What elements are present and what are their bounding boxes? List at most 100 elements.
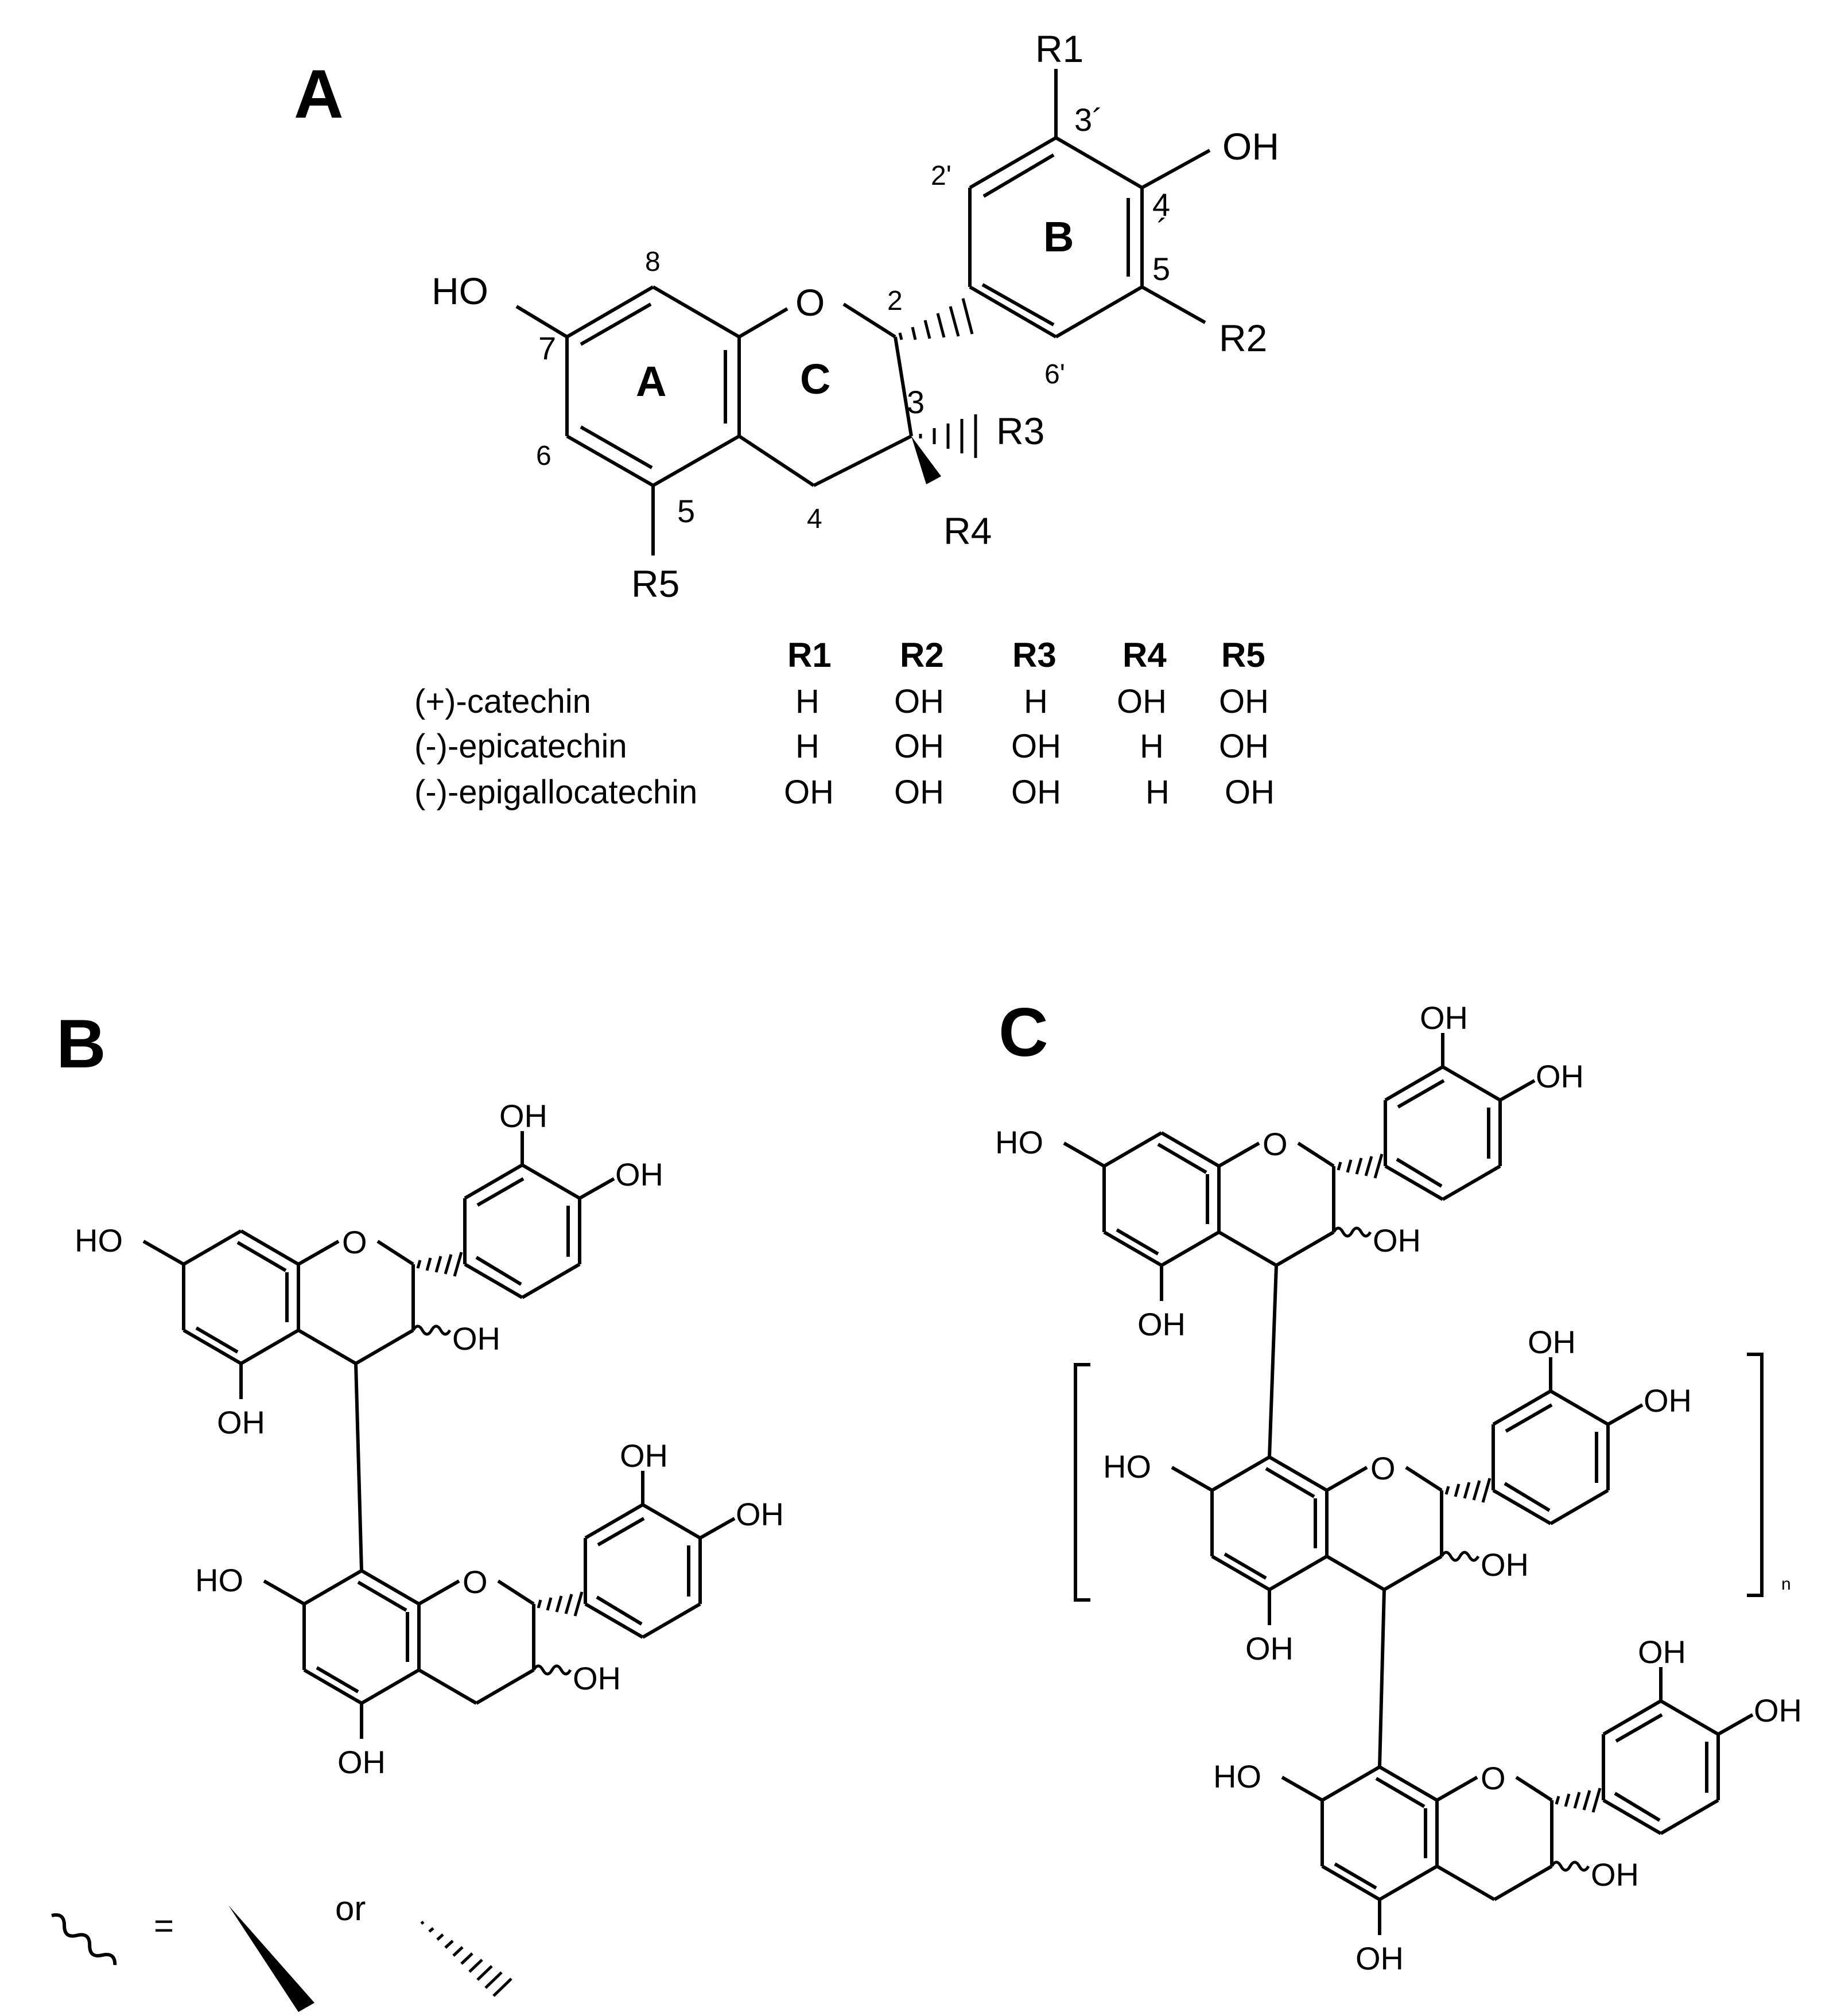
table-header-r4: R4: [1123, 636, 1167, 674]
wavy-bond-symbol: [51, 1913, 117, 1965]
panel-c-label: C: [999, 994, 1048, 1071]
unit-ho-7: HO: [75, 1222, 123, 1258]
unit-oh-5: OH: [1137, 1306, 1186, 1342]
panel-b: B HO O OH OH OH OH HO O OH OH OH OH: [56, 1005, 784, 1780]
unit-oh-4p: OH: [1644, 1382, 1692, 1419]
table-cell: H: [1145, 774, 1170, 811]
table-cell: OH: [894, 683, 944, 720]
panel-c-interflavan-bond-1: [1268, 1265, 1278, 1458]
unit-o-ring: O: [1263, 1126, 1288, 1162]
panel-b-interflavan-bond: [354, 1363, 363, 1571]
panel-a: A A B: [294, 28, 1279, 811]
table-cell: OH: [894, 728, 944, 765]
unit-o-ring: O: [1370, 1450, 1396, 1486]
num-4p: 4: [1152, 187, 1170, 223]
atom-o-ring: O: [795, 281, 825, 324]
atom-r2: R2: [1219, 317, 1267, 359]
num-5: 5: [677, 493, 695, 529]
ring-c-bonds: [738, 302, 913, 487]
table-header-r5: R5: [1221, 636, 1265, 674]
substituent-table: R1 R2 R3 R4 R5 (+)-catechin H OH H OH OH…: [414, 636, 1275, 811]
unit-ho-7: HO: [995, 1124, 1043, 1160]
table-cell: H: [1024, 683, 1048, 720]
unit-ho-7: HO: [195, 1562, 243, 1598]
legend-or: or: [335, 1889, 366, 1928]
atom-r4: R4: [943, 510, 992, 552]
ring-label-b: B: [1043, 213, 1074, 261]
table-header-r1: R1: [787, 636, 832, 674]
unit-group-labels: HO O OH OH OH OH: [75, 1098, 663, 1440]
table-row-name: (-)-epigallocatechin: [414, 774, 697, 811]
unit-o-ring: O: [1481, 1760, 1506, 1796]
table-cell: H: [795, 728, 819, 765]
num-6: 6: [536, 441, 551, 471]
num-4: 4: [807, 504, 822, 534]
legend-equals: =: [154, 1906, 174, 1945]
unit-o-ring: O: [342, 1224, 367, 1260]
unit-oh-3p: OH: [1528, 1324, 1576, 1360]
unit-ho-7: HO: [1213, 1758, 1261, 1794]
panel-b-upper-unit: HO O OH OH OH OH: [75, 1098, 663, 1440]
table-cell: OH: [1117, 683, 1167, 720]
unit-oh-3p: OH: [620, 1438, 668, 1474]
table-cell: H: [795, 683, 819, 720]
num-3: 3: [907, 384, 925, 420]
unit-oh-3: OH: [573, 1660, 621, 1696]
table-cell: OH: [784, 774, 834, 811]
atom-r1: R1: [1035, 28, 1083, 70]
num-5p: 5: [1152, 251, 1170, 287]
panel-b-label: B: [56, 1005, 106, 1082]
unit-group-labels: HO O OH OH OH OH: [1103, 1324, 1692, 1667]
unit-oh-4p: OH: [736, 1496, 784, 1532]
panel-c-top-unit: HO O OH OH OH OH: [995, 1000, 1584, 1342]
panel-c-middle-unit: HO O OH OH OH OH: [1103, 1324, 1692, 1667]
unit-group-labels: HO O OH OH OH OH: [195, 1438, 784, 1780]
unit-oh-4p: OH: [1536, 1058, 1584, 1094]
atom-r5: R5: [631, 562, 679, 605]
panel-c-interflavan-bond-2: [1378, 1589, 1386, 1768]
num-2: 2: [887, 286, 903, 316]
unit-oh-3: OH: [452, 1320, 500, 1357]
bond-3-hashed: [919, 414, 977, 458]
num-2p: 2': [931, 161, 951, 191]
unit-oh-5: OH: [217, 1404, 265, 1440]
table-row-name: (+)-catechin: [414, 683, 591, 720]
panel-a-label: A: [294, 56, 344, 133]
stereo-legend: = or: [51, 1889, 512, 2012]
repeat-subscript: n: [1781, 1575, 1791, 1594]
repeat-bracket-right: [1747, 1353, 1764, 1597]
table-row-name: (-)-epicatechin: [414, 728, 627, 765]
num-6p: 6': [1044, 359, 1065, 390]
unit-ho-7: HO: [1103, 1448, 1151, 1485]
table-header-r2: R2: [900, 636, 944, 674]
table-header-r3: R3: [1012, 636, 1057, 674]
panel-b-lower-unit: HO O OH OH OH OH: [195, 1438, 784, 1780]
bond-3-wedge: [911, 436, 941, 484]
unit-o-ring: O: [463, 1564, 488, 1600]
unit-oh-5: OH: [1245, 1630, 1294, 1667]
table-cell: H: [1140, 728, 1164, 765]
ring-label-c: C: [800, 355, 830, 403]
table-cell: OH: [1011, 774, 1061, 811]
repeat-bracket-left: [1074, 1363, 1090, 1602]
wedge-bond-symbol: [228, 1905, 314, 2012]
unit-oh-3p: OH: [1638, 1634, 1686, 1670]
panel-c-bottom-unit: HO O OH OH OH OH: [1213, 1634, 1802, 1976]
ring-b-bonds: [968, 69, 1211, 339]
unit-oh-5: OH: [337, 1744, 386, 1780]
atom-r3: R3: [996, 410, 1044, 452]
table-cell: OH: [1011, 728, 1061, 765]
atom-ho-7: HO: [432, 270, 488, 312]
atom-oh-4p: OH: [1222, 125, 1279, 168]
unit-oh-3: OH: [1481, 1547, 1529, 1583]
unit-oh-3p: OH: [1420, 1000, 1468, 1036]
unit-oh-4p: OH: [1754, 1692, 1802, 1728]
table-cell: OH: [1219, 683, 1269, 720]
unit-group-labels: HO O OH OH OH OH: [995, 1000, 1584, 1342]
table-cell: OH: [894, 774, 944, 811]
table-cell: OH: [1219, 728, 1269, 765]
ring-label-a: A: [636, 358, 666, 405]
num-7: 7: [538, 330, 556, 366]
panel-c: C HO O OH OH OH OH HO O OH OH OH OH HO O…: [995, 994, 1802, 1976]
